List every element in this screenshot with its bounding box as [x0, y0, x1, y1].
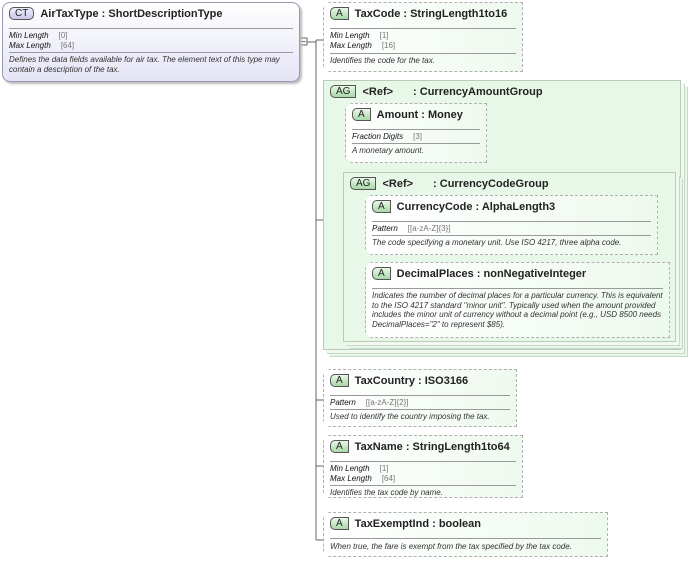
title: AirTaxType : ShortDescriptionType [40, 7, 223, 20]
title: TaxCode : StringLength1to16 [354, 7, 508, 20]
prop-max-length: Max Length[16] [330, 41, 396, 50]
title: : CurrencyAmountGroup [413, 85, 543, 98]
prop-min-length: Min Length[1] [330, 31, 389, 40]
attribute-group-icon: AG [350, 177, 377, 190]
attribute-icon: A [352, 108, 371, 121]
prop-max-length: Max Length[64] [9, 41, 75, 50]
title: TaxName : StringLength1to64 [354, 440, 510, 453]
description: A monetary amount. [352, 146, 424, 155]
description: Identifies the code for the tax. [330, 56, 435, 65]
attribute-amount[interactable]: A Amount : Money Fraction Digits[3] A mon… [345, 103, 487, 163]
description: Indicates the number of decimal places f… [372, 291, 663, 329]
prop-pattern: Pattern[[a-zA-Z]{3}] [372, 224, 451, 233]
complex-type-airtaxtype[interactable]: CT AirTaxType : ShortDescriptionType Min … [2, 2, 300, 82]
attribute-icon: A [330, 7, 349, 20]
attribute-icon: A [330, 517, 349, 530]
prop-max-length: Max Length[64] [330, 474, 396, 483]
prop-fraction-digits: Fraction Digits[3] [352, 132, 423, 141]
complex-type-icon: CT [9, 7, 35, 20]
ref-label: <Ref> [382, 177, 414, 190]
attribute-icon: A [330, 374, 349, 387]
attribute-icon: A [372, 267, 391, 280]
title: TaxCountry : ISO3166 [354, 374, 469, 387]
description: The code specifying a monetary unit. Use… [372, 238, 622, 247]
title: TaxExemptInd : boolean [354, 517, 481, 530]
description: Used to identify the country imposing th… [330, 412, 490, 421]
title: DecimalPlaces : nonNegativeInteger [396, 267, 587, 280]
attribute-currencycode[interactable]: A CurrencyCode : AlphaLength3 Pattern[[a-… [365, 195, 658, 255]
prop-pattern: Pattern[[a-zA-Z]{2}] [330, 398, 409, 407]
description: When true, the fare is exempt from the t… [330, 542, 572, 551]
attribute-taxcountry[interactable]: A TaxCountry : ISO3166 Pattern[[a-zA-Z]{2… [323, 369, 517, 427]
attribute-taxexemptind[interactable]: A TaxExemptInd : boolean When true, the f… [323, 512, 608, 557]
ref-label: <Ref> [362, 85, 394, 98]
attribute-taxname[interactable]: A TaxName : StringLength1to64 Min Length[… [323, 435, 523, 498]
attribute-icon: A [372, 200, 391, 213]
prop-min-length: Min Length[0] [9, 31, 68, 40]
title: Amount : Money [376, 108, 463, 121]
attribute-decimalplaces[interactable]: A DecimalPlaces : nonNegativeInteger Indi… [365, 262, 670, 338]
description: Defines the data fields available for ai… [9, 55, 280, 74]
title: CurrencyCode : AlphaLength3 [396, 200, 556, 213]
description: Identifies the tax code by name. [330, 488, 443, 497]
attribute-group-icon: AG [330, 85, 357, 98]
attribute-icon: A [330, 440, 349, 453]
attribute-taxcode[interactable]: A TaxCode : StringLength1to16 Min Length[… [323, 2, 523, 72]
prop-min-length: Min Length[1] [330, 464, 389, 473]
title: : CurrencyCodeGroup [433, 177, 549, 190]
